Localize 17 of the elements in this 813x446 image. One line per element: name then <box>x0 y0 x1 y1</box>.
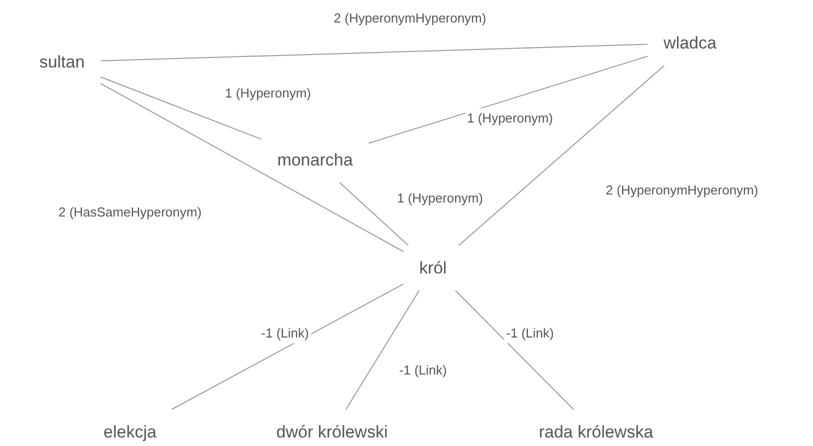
node-label: sultan <box>39 51 85 73</box>
connector-line <box>171 284 404 410</box>
connector-line <box>100 82 404 252</box>
connector-line <box>345 290 420 410</box>
node-label: wladca <box>664 32 716 54</box>
node-label: monarcha <box>277 149 353 171</box>
node-label: król <box>419 257 447 279</box>
connector-line <box>368 56 648 144</box>
node-label: elekcja <box>104 421 156 443</box>
node-label: dwór królewski <box>276 421 388 443</box>
connector-line <box>100 44 648 62</box>
connector-line <box>100 76 262 140</box>
edge-label: 1 (Hyperonym) <box>465 108 555 128</box>
connector-line <box>454 290 574 410</box>
connector-line <box>339 182 409 246</box>
node-label: rada królewska <box>538 421 654 443</box>
connector-line <box>458 65 665 246</box>
